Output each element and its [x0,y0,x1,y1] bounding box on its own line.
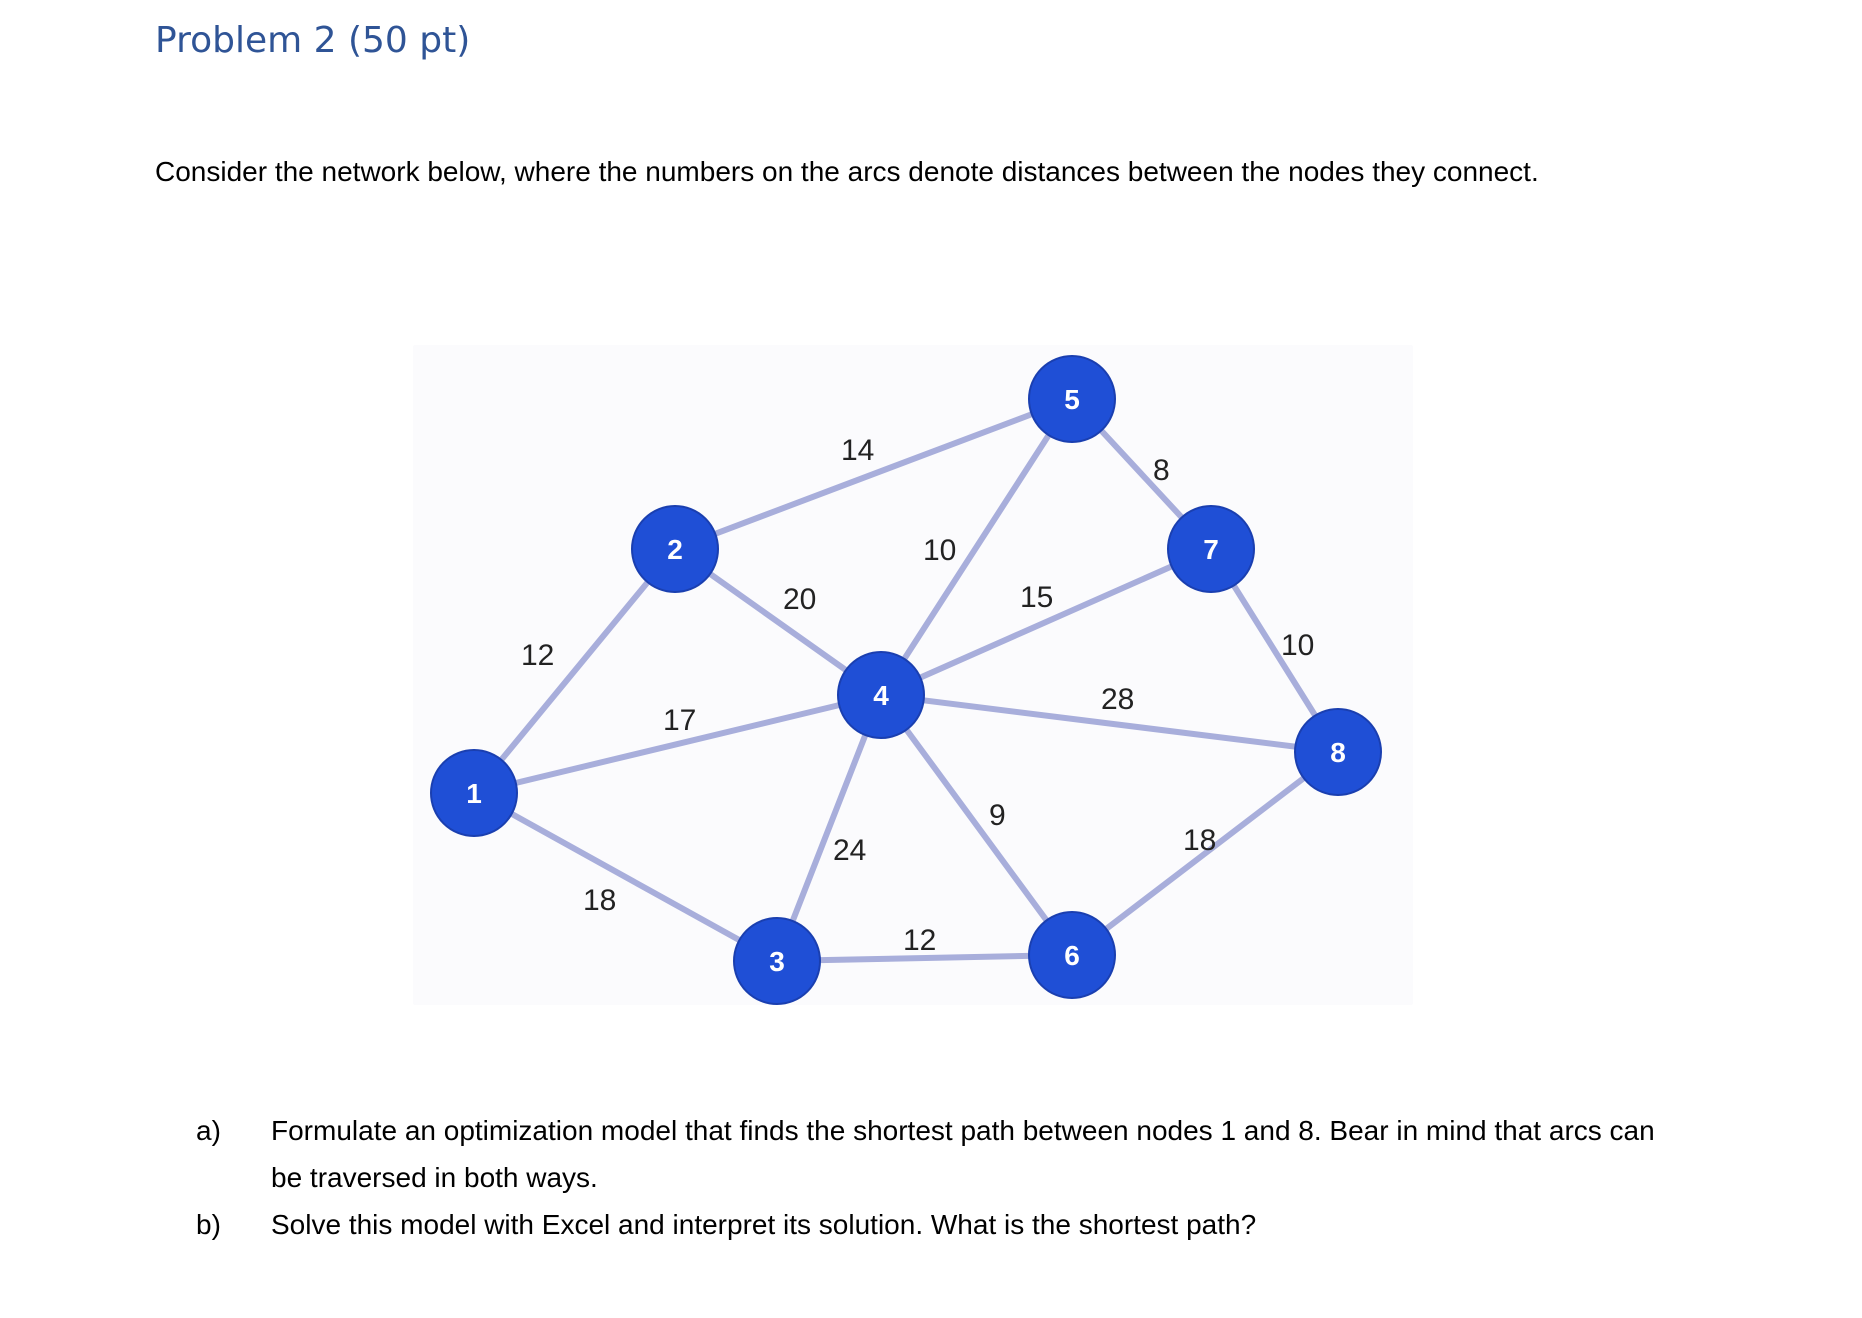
question-b: b) Solve this model with Excel and inter… [196,1201,1676,1248]
question-text-b: Solve this model with Excel and interpre… [271,1209,1257,1240]
node-label-1: 1 [466,778,482,809]
edge-label-4-7: 15 [1020,581,1053,614]
edge-6-8: 18 [1069,749,1341,958]
node-3: 3 [733,917,821,1005]
edge-4-6: 9 [878,692,1075,958]
edge-4-3: 24 [774,692,884,964]
node-8: 8 [1294,708,1382,796]
node-label-2: 2 [667,534,683,565]
question-marker-a: a) [196,1115,221,1146]
edge-label-3-6: 12 [903,924,936,957]
node-6: 6 [1028,911,1116,999]
edge-label-1-2: 12 [521,639,554,672]
node-2: 2 [631,505,719,593]
question-text-a: Formulate an optimization model that fin… [271,1115,1655,1193]
node-label-4: 4 [873,680,889,711]
edge-label-7-8: 10 [1281,629,1314,662]
edge-4-8: 28 [878,683,1341,755]
network-figure: 12 17 18 14 20 10 [413,345,1413,1005]
edge-label-4-8: 28 [1101,683,1134,716]
network-diagram: 12 17 18 14 20 10 [430,355,1382,1005]
edge-label-2-4: 20 [783,583,816,616]
edge-1-3: 18 [471,790,780,964]
edge-label-4-5: 10 [923,534,956,567]
edge-label-4-6: 9 [989,799,1006,832]
question-marker-b: b) [196,1209,221,1240]
edge-label-1-3: 18 [583,884,616,917]
question-a: a) Formulate an optimization model that … [196,1107,1676,1201]
edge-label-1-4: 17 [663,704,696,737]
node-label-5: 5 [1064,384,1080,415]
edge-label-6-8: 18 [1183,824,1216,857]
node-label-8: 8 [1330,737,1346,768]
node-label-3: 3 [769,946,785,977]
edge-1-4: 17 [471,692,884,796]
problem-heading: Problem 2 (50 pt) [155,20,471,61]
node-7: 7 [1167,505,1255,593]
node-4: 4 [837,651,925,739]
edge-3-6: 12 [774,924,1075,964]
nodes: 1 2 3 4 5 6 7 [430,355,1382,1005]
problem-intro: Consider the network below, where the nu… [155,156,1539,187]
node-5: 5 [1028,355,1116,443]
edge-label-2-5: 14 [841,434,874,467]
edge-label-4-3: 24 [833,834,866,867]
node-label-7: 7 [1203,534,1219,565]
question-list: a) Formulate an optimization model that … [196,1107,1676,1248]
edge-label-5-7: 8 [1153,454,1170,487]
edge-2-5: 14 [672,396,1075,552]
node-label-6: 6 [1064,940,1080,971]
edge-1-2: 12 [471,546,678,796]
edge-4-5: 10 [878,396,1075,698]
edge-4-7: 15 [878,546,1214,698]
node-1: 1 [430,749,518,837]
